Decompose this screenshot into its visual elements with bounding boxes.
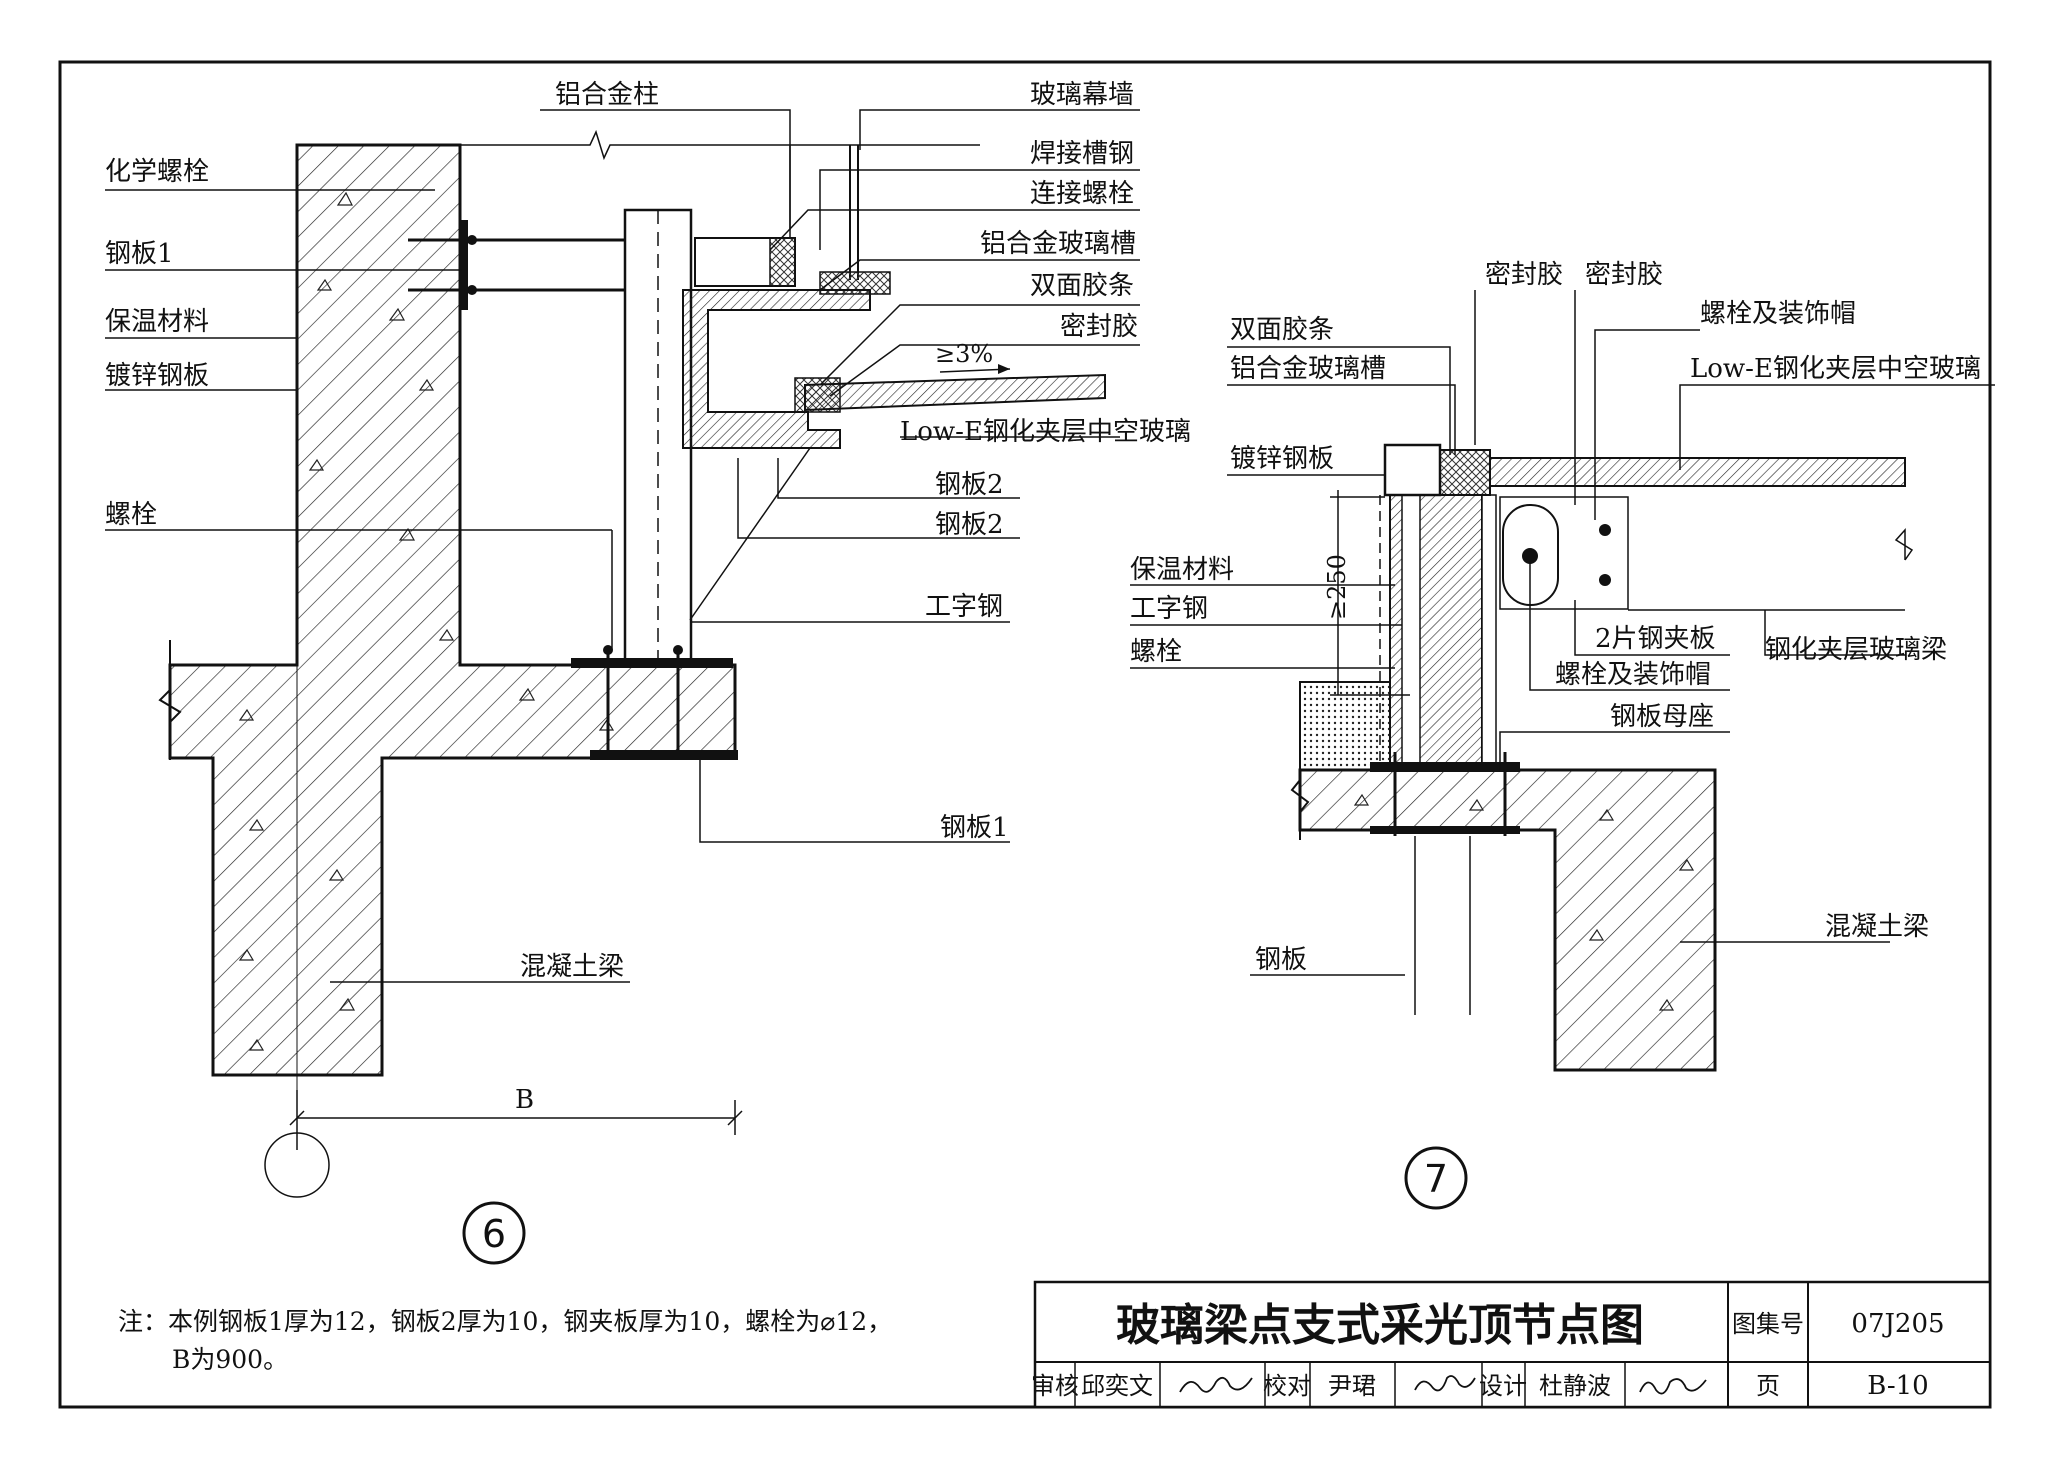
galvanized-plate-7 — [1383, 443, 1442, 497]
label-bolt-cap-bottom: 螺栓及装饰帽 — [1555, 660, 1711, 690]
label-galvanized-plate-7: 镀锌钢板 — [1230, 444, 1334, 474]
label-double-sided-tape-7: 双面胶条 — [1230, 315, 1334, 345]
note-line-2: B为900。 — [172, 1345, 288, 1374]
note-line-1: 注：本例钢板1厚为12，钢板2厚为10，钢夹板厚为10，螺栓为⌀12， — [118, 1307, 892, 1336]
designer-signature — [1639, 1378, 1707, 1395]
detail-6: 铝合金柱 玻璃幕墙 化学螺栓 焊接槽钢 连接螺栓 钢板1 铝合金玻璃槽 保温材料… — [105, 80, 1191, 1265]
label-concrete-beam: 混凝土梁 — [520, 952, 624, 982]
label-dimension-b: B — [515, 1085, 534, 1115]
review-label: 审核 — [1031, 1372, 1079, 1400]
drawing-title: 玻璃梁点支式采光顶节点图 — [1116, 1300, 1644, 1351]
detail-6-leaders — [105, 109, 1140, 1198]
label-i-beam-7: 工字钢 — [1130, 594, 1208, 624]
label-insulation-7: 保温材料 — [1130, 555, 1234, 585]
lowe-glass-panel — [804, 373, 1106, 412]
reviewer-signature — [1179, 1376, 1253, 1393]
label-aluminum-glass-channel-7: 铝合金玻璃槽 — [1230, 354, 1386, 384]
concrete-beam-section-7 — [1298, 768, 1717, 1072]
label-steel-plate-7: 钢板 — [1255, 945, 1307, 975]
checker-signature — [1414, 1375, 1476, 1392]
label-glass-curtain-wall: 玻璃幕墙 — [1030, 80, 1134, 110]
insulation-fill — [1299, 681, 1391, 771]
detail-7: 密封胶 密封胶 螺栓及装饰帽 双面胶条 铝合金玻璃槽 Low-E钢化夹层中空玻璃… — [1130, 260, 1995, 1210]
label-sealant-b: 密封胶 — [1585, 260, 1663, 290]
detail-6-number: 6 — [482, 1212, 506, 1256]
label-double-sided-tape: 双面胶条 — [1030, 271, 1134, 301]
detail-7-number-circle — [1404, 1146, 1468, 1210]
label-welded-channel: 焊接槽钢 — [1030, 139, 1134, 169]
label-connecting-bolt: 连接螺栓 — [1030, 179, 1134, 209]
aluminum-glass-channel-7 — [1439, 449, 1491, 496]
steel-plate-base-7 — [1370, 762, 1520, 772]
label-chemical-bolt: 化学螺栓 — [105, 157, 209, 187]
lowe-glass-7 — [1489, 457, 1906, 487]
label-aluminum-glass-channel: 铝合金玻璃槽 — [980, 229, 1136, 259]
label-slope: ≥3% — [935, 340, 993, 368]
label-dim-250: ≥250 — [1323, 554, 1351, 620]
detail-7-number: 7 — [1424, 1157, 1448, 1201]
reviewer-name: 邱奕文 — [1081, 1372, 1153, 1400]
label-steel-plate-2-b: 钢板2 — [935, 510, 1004, 540]
title-block: 玻璃梁点支式采光顶节点图 图集号 07J205 审核 邱奕文 校对 尹珺 设计 … — [1031, 1280, 1992, 1409]
label-bolt: 螺栓 — [105, 500, 157, 530]
label-steel-plate-1-bottom: 钢板1 — [940, 813, 1009, 843]
label-insulation: 保温材料 — [105, 307, 209, 337]
label-glass-beam: 钢化夹层玻璃梁 — [1765, 635, 1947, 665]
glass-beam — [1499, 496, 1629, 610]
label-bolt-7: 螺栓 — [1130, 637, 1182, 667]
label-sealant-a: 密封胶 — [1485, 260, 1563, 290]
check-label: 校对 — [1263, 1372, 1311, 1400]
label-two-clamp-plates: 2片钢夹板 — [1595, 624, 1716, 654]
design-label: 设计 — [1479, 1372, 1527, 1400]
label-plate-base: 钢板母座 — [1610, 702, 1714, 732]
steel-plate-1-base — [571, 658, 733, 668]
designer-name: 杜静波 — [1539, 1372, 1611, 1400]
label-sealant: 密封胶 — [1060, 312, 1138, 342]
label-bolt-cap-top: 螺栓及装饰帽 — [1700, 299, 1856, 329]
detail-6-number-circle — [462, 1201, 526, 1265]
atlas-code: 07J205 — [1851, 1309, 1944, 1339]
checker-name: 尹珺 — [1328, 1372, 1376, 1400]
sheet-border — [58, 60, 1992, 1409]
insulation-box — [682, 289, 871, 449]
label-lowe-glass-7: Low-E钢化夹层中空玻璃 — [1690, 354, 1981, 384]
detail-7-leaders — [1130, 290, 1995, 1015]
page-label: 页 — [1756, 1372, 1780, 1400]
page-code: B-10 — [1867, 1371, 1928, 1401]
label-galvanized-plate: 镀锌钢板 — [105, 361, 209, 391]
concrete-aggregate — [238, 191, 615, 1051]
label-steel-plate-2-a: 钢板2 — [935, 470, 1004, 500]
label-concrete-beam-7: 混凝土梁 — [1825, 912, 1929, 942]
label-lowe-glass: Low-E钢化夹层中空玻璃 — [900, 417, 1191, 447]
i-beam-7 — [1401, 494, 1421, 771]
label-steel-plate-1-top: 钢板1 — [105, 239, 174, 269]
atlas-label: 图集号 — [1732, 1310, 1804, 1338]
steel-plate-1-wall — [460, 220, 468, 310]
label-aluminum-column: 铝合金柱 — [555, 80, 659, 110]
label-i-beam: 工字钢 — [925, 592, 1003, 622]
